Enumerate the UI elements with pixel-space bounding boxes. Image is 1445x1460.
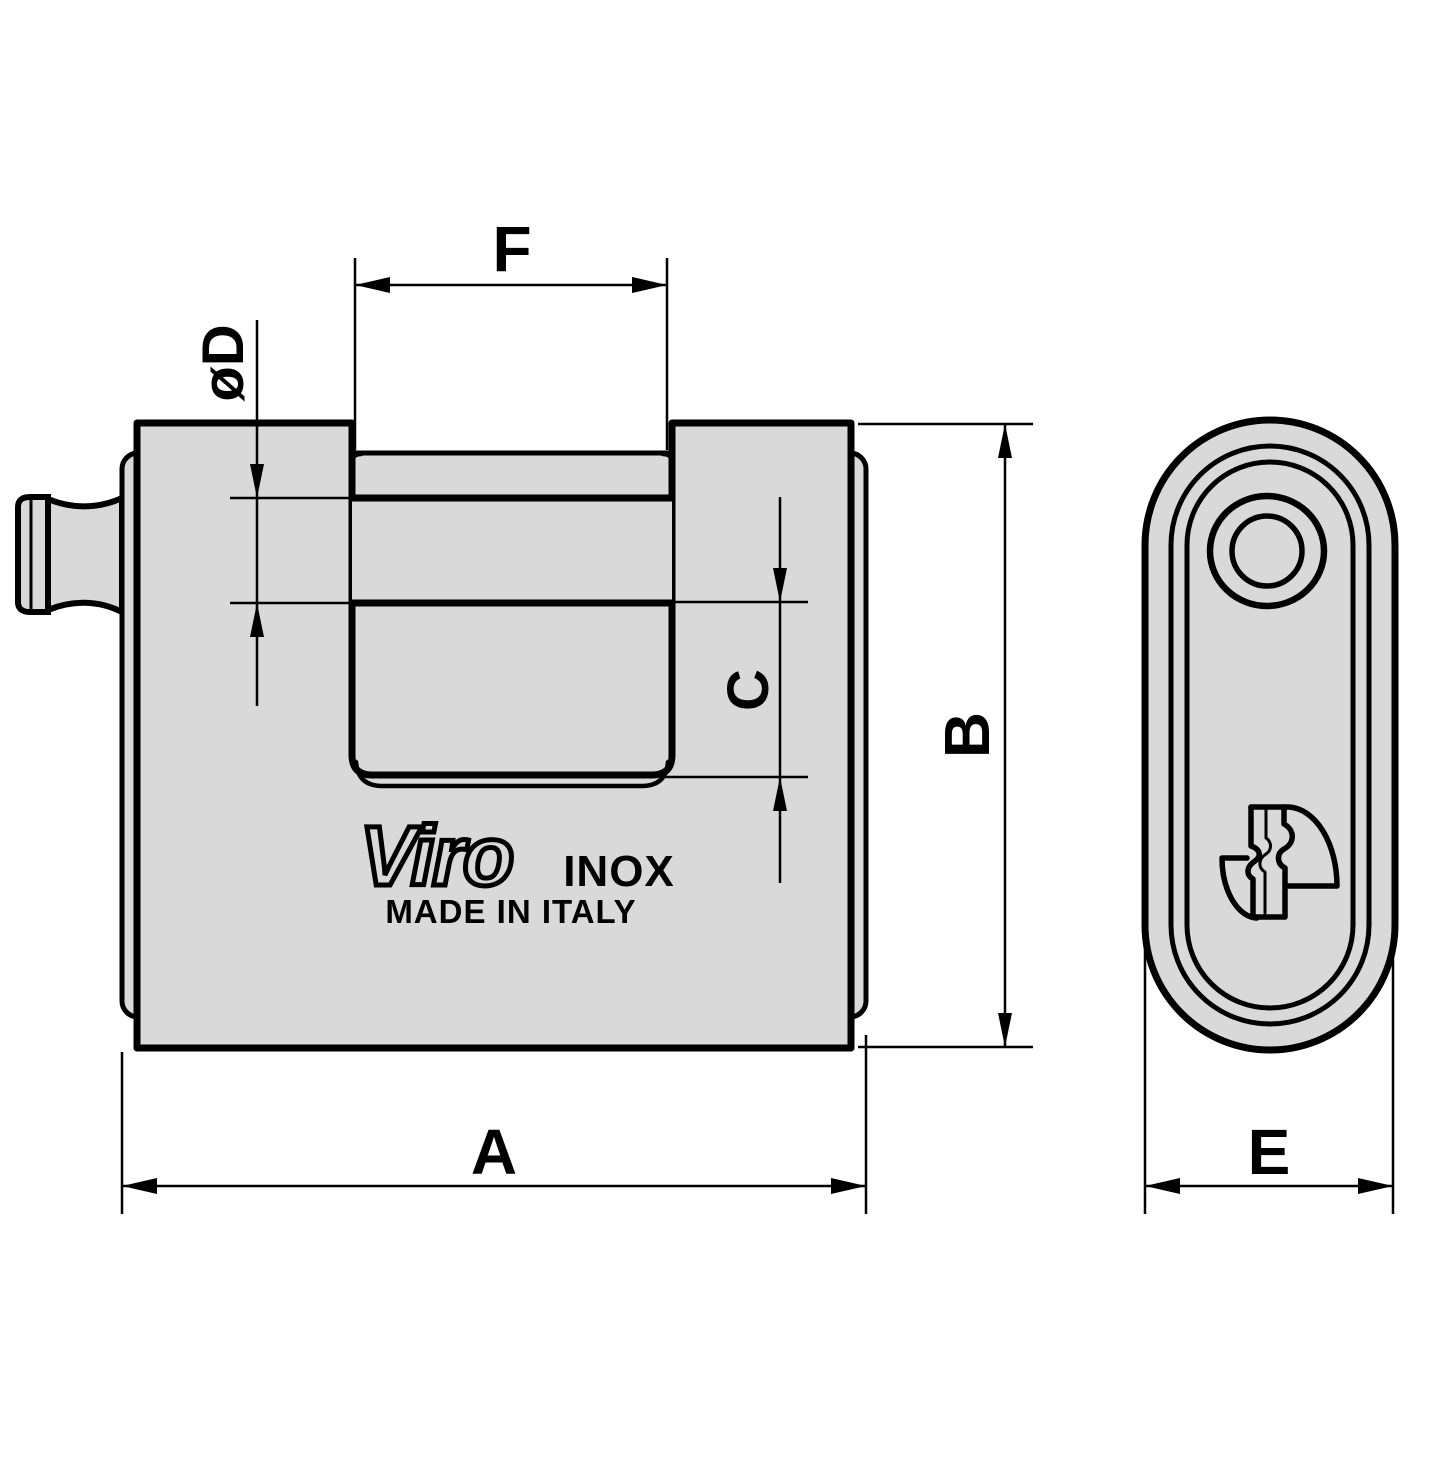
keyhole-upper-fan bbox=[1248, 804, 1340, 889]
dim-A-label: A bbox=[471, 1116, 517, 1188]
dim-F-arrow-left bbox=[355, 277, 390, 293]
dimension-A: A bbox=[120, 1035, 868, 1214]
made-in-italy-marking: MADE IN ITALY bbox=[385, 893, 636, 930]
dim-B-label: B bbox=[931, 712, 1003, 758]
dim-C-label: C bbox=[716, 669, 781, 711]
shackle-bar bbox=[352, 494, 672, 607]
keyhole-key-cut-line bbox=[1258, 808, 1272, 915]
dim-E-label: E bbox=[1248, 1116, 1291, 1188]
dim-C-arrow-down bbox=[773, 568, 787, 602]
side-view bbox=[1141, 416, 1399, 1054]
sleeve-notch-corner-left bbox=[349, 451, 364, 466]
dim-D-label: øD bbox=[191, 324, 256, 401]
dimension-D: øD bbox=[191, 320, 352, 706]
dimension-F: F bbox=[353, 213, 669, 450]
dim-E-arrow-right bbox=[1358, 1178, 1393, 1194]
shackle-hole-outer bbox=[1206, 492, 1328, 610]
dim-D-arrow-up bbox=[250, 603, 264, 637]
side-body-inner-contour bbox=[1184, 459, 1356, 1011]
keyhole bbox=[1219, 804, 1340, 921]
dim-B-arrow-bottom bbox=[998, 1013, 1012, 1047]
front-view: Viro INOX MADE IN ITALY bbox=[15, 419, 869, 1052]
shackle-bar-fill bbox=[352, 498, 672, 603]
dimension-E: E bbox=[1143, 935, 1395, 1214]
dim-C-arrow-up bbox=[773, 777, 787, 811]
dim-A-arrow-left bbox=[122, 1178, 157, 1194]
side-pin bbox=[15, 493, 125, 617]
dim-A-arrow-right bbox=[831, 1178, 866, 1194]
dim-F-arrow-right bbox=[632, 277, 667, 293]
viro-logo: Viro bbox=[360, 809, 512, 903]
dim-B-arrow-top bbox=[998, 424, 1012, 458]
notch-bottom-inner-contour bbox=[353, 759, 671, 789]
dim-F-label: F bbox=[492, 213, 531, 285]
inox-marking: INOX bbox=[563, 847, 675, 896]
keyhole-lower-fan bbox=[1219, 855, 1260, 921]
padlock-body bbox=[133, 419, 855, 1052]
side-pin-cap bbox=[15, 494, 51, 615]
sleeve-notch-corner-right bbox=[660, 451, 675, 466]
shackle-hole-inner bbox=[1229, 513, 1305, 589]
side-pin-neck bbox=[45, 493, 125, 617]
dimension-C: C bbox=[661, 497, 808, 883]
keyhole-keyway bbox=[1245, 804, 1295, 920]
dimension-B: B bbox=[858, 422, 1033, 1049]
dim-D-arrow-down bbox=[250, 464, 264, 498]
side-body-outer bbox=[1141, 416, 1399, 1054]
side-body-middle-contour bbox=[1168, 443, 1372, 1027]
dim-E-arrow-left bbox=[1145, 1178, 1180, 1194]
